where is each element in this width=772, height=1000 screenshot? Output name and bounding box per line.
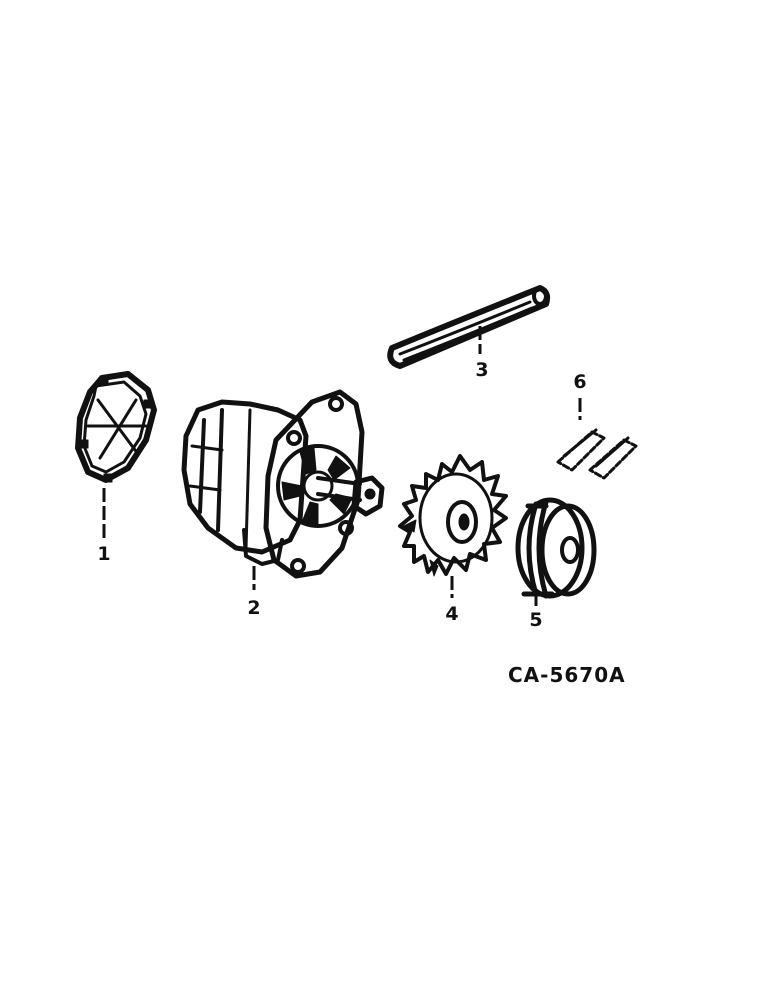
pulley-icon [515, 497, 597, 599]
end-cover-icon [75, 371, 157, 483]
callout-3: 3 [475, 359, 488, 381]
callout-1: 1 [97, 543, 110, 565]
adjusting-bracket-icon [387, 285, 551, 369]
alternator-icon [181, 389, 385, 579]
fan-icon [398, 454, 508, 577]
brush-set-icon [556, 428, 638, 480]
callout-4: 4 [445, 603, 458, 625]
callout-6: 6 [573, 371, 586, 393]
callout-2: 2 [247, 597, 260, 619]
callout-5: 5 [529, 609, 542, 631]
figure-code: CA-5670A [508, 663, 626, 687]
